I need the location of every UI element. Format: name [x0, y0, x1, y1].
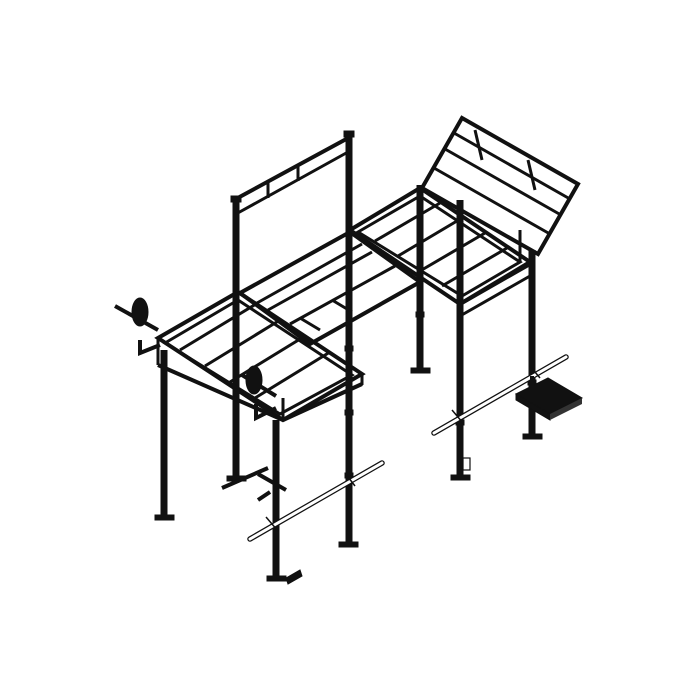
weight-plate-holders: [114, 297, 278, 422]
floor-plates: [154, 367, 543, 582]
landmine-platform: [514, 376, 584, 421]
vertical-posts: [160, 185, 537, 578]
barbell: [431, 354, 569, 436]
dip-station: [221, 466, 303, 585]
monkey-bar-grid-left: [154, 289, 366, 423]
angled-salmon-ladder: [419, 115, 581, 262]
monkey-bar-grid-middle: [236, 229, 424, 347]
barbell: [247, 460, 385, 542]
